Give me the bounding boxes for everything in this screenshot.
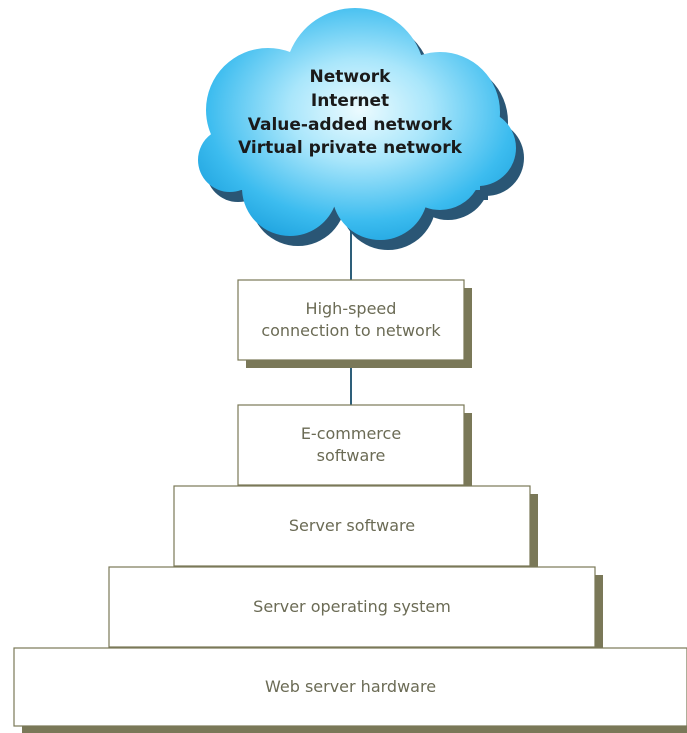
connection-label: High-speed connection to network — [238, 280, 464, 360]
server-software-box — [173, 485, 531, 567]
cloud-label: Network Internet Value-added network Vir… — [230, 66, 470, 161]
ecommerce-label: E-commerce software — [238, 405, 464, 485]
cloud-line-vpn: Virtual private network — [238, 138, 462, 159]
hardware-box — [13, 647, 687, 727]
connection-box — [237, 279, 465, 361]
server-os-text: Server operating system — [253, 596, 451, 616]
hardware-label: Web server hardware — [14, 648, 687, 726]
server-os-box — [108, 566, 596, 648]
ecommerce-box — [237, 404, 465, 486]
connection-label-line2: connection to network — [261, 321, 441, 340]
server-software-text: Server software — [288, 515, 416, 535]
server-software-label: Server software — [174, 486, 530, 566]
cloud-line-network: Network — [309, 67, 391, 87]
ecommerce-label-line2: software — [316, 446, 386, 465]
hardware-text: Web server hardware — [264, 676, 437, 696]
cloud-line-van: Value-added network — [247, 114, 453, 135]
cloud-line-internet: Internet — [310, 90, 390, 111]
connection-label-line1: High-speed — [305, 298, 397, 318]
ecommerce-label-line1: E-commerce — [300, 423, 402, 443]
server-os-label: Server operating system — [109, 567, 595, 647]
